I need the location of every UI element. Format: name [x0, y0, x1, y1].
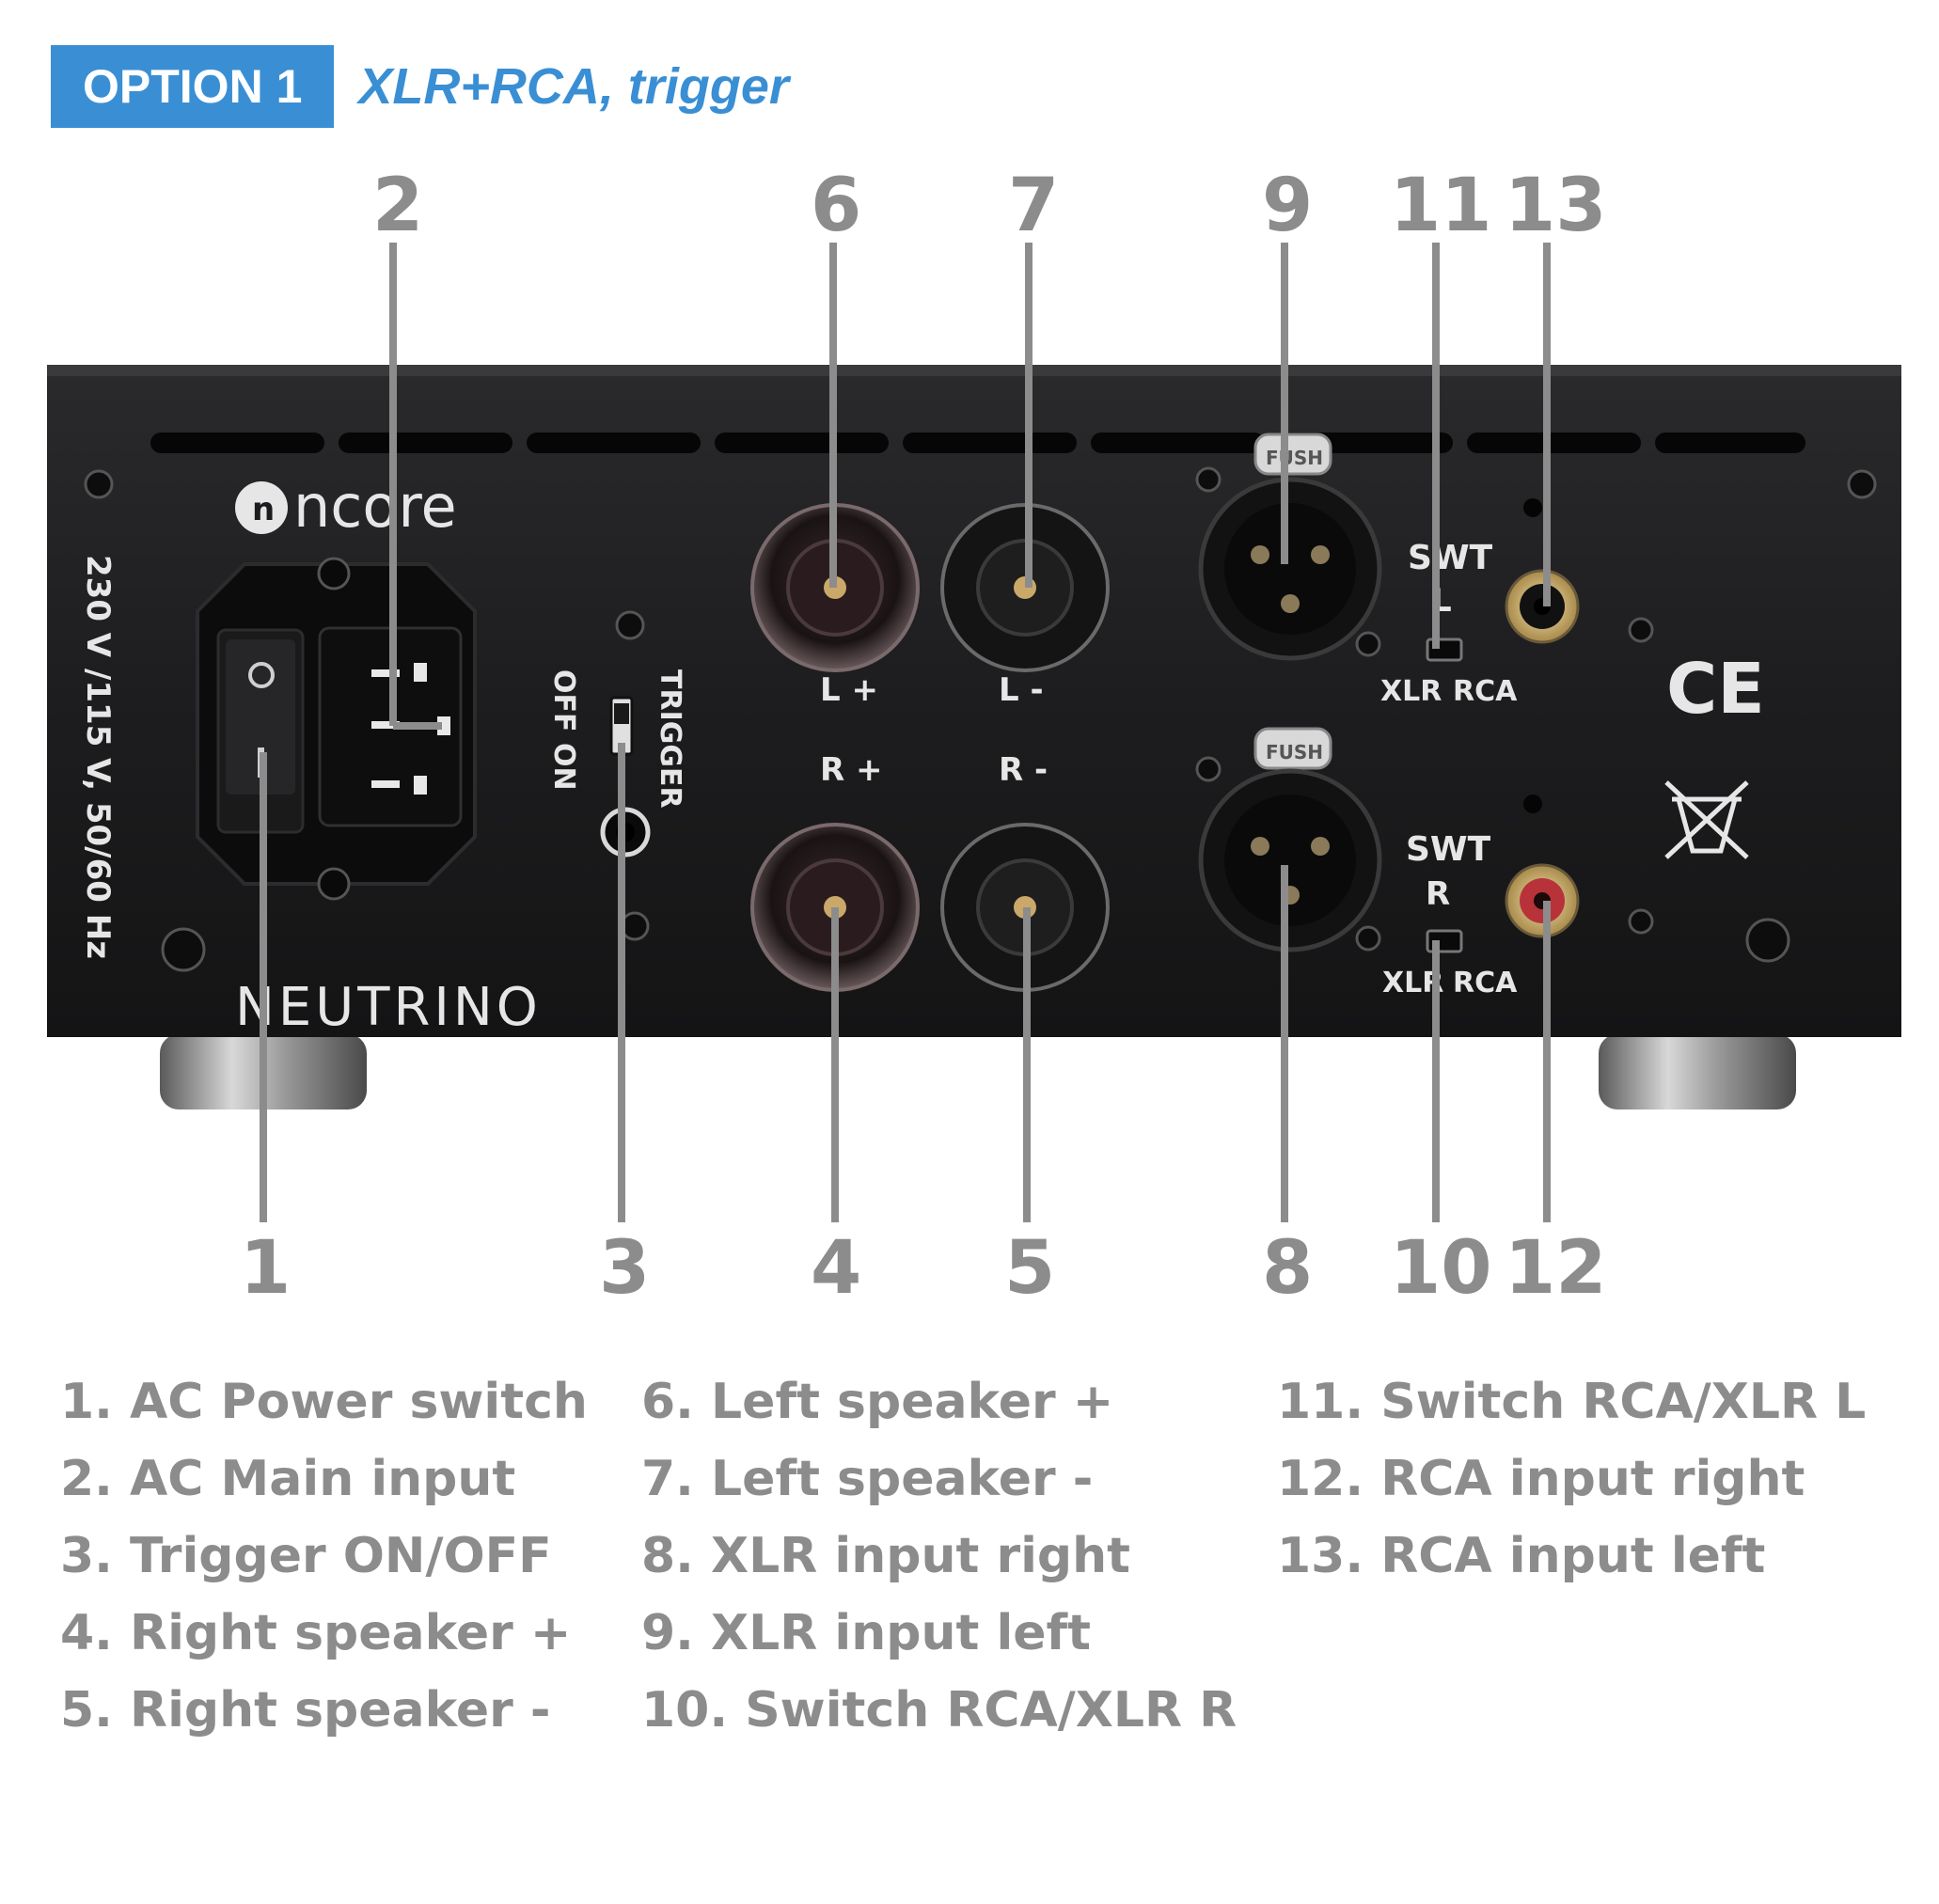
ncore-logo-icon — [235, 481, 288, 534]
vent-slots — [150, 433, 1805, 453]
voltage-label: 230 V /115 V, 50/60 Hz — [79, 555, 117, 959]
callout-2: 2 — [372, 164, 423, 248]
legend-item: 6. Left speaker + — [641, 1374, 1114, 1430]
legend-item: 12. RCA input right — [1277, 1451, 1805, 1507]
legend-item: 1. AC Power switch — [60, 1374, 588, 1430]
xlr-input-left[interactable]: FUSH — [1198, 433, 1382, 661]
legend-item: 5. Right speaker - — [60, 1682, 551, 1739]
indicator-dot-bottom — [1523, 795, 1542, 813]
callout-10: 10 — [1390, 1226, 1492, 1311]
swt-r-sub: R — [1426, 875, 1450, 913]
label-l-plus: L + — [820, 671, 878, 709]
label-r-plus: R + — [820, 751, 883, 789]
callout-4: 4 — [811, 1226, 861, 1311]
trigger-off-label: OFF — [547, 669, 580, 732]
ncore-logo-mark: n — [252, 491, 275, 528]
inlet-screw-bottom — [317, 867, 351, 901]
trigger-on-label: ON — [547, 743, 580, 791]
chassis-top-edge — [47, 365, 1901, 376]
rca-label-top: RCA — [1453, 675, 1518, 708]
legend-item: 3. Trigger ON/OFF — [60, 1528, 552, 1584]
ce-mark: CE — [1666, 649, 1765, 730]
legend-item: 7. Left speaker - — [641, 1451, 1094, 1507]
legend-item: 13. RCA input left — [1277, 1528, 1766, 1584]
label-l-minus: L - — [999, 671, 1044, 709]
switch-off-mark-icon — [248, 662, 275, 688]
header: OPTION 1 XLR+RCA, trigger — [51, 45, 789, 128]
swt-l-label: SWT — [1408, 539, 1493, 577]
ac-inlet-pins — [371, 663, 450, 795]
panel-screws — [84, 466, 1877, 972]
rca-input-left[interactable] — [1505, 569, 1580, 644]
label-r-minus: R - — [999, 751, 1048, 789]
callout-6: 6 — [811, 164, 861, 248]
rca-input-right[interactable] — [1505, 863, 1580, 938]
trigger-switch-knob — [614, 703, 629, 724]
legend-item: 2. AC Main input — [60, 1451, 516, 1507]
rca-label-bottom: RCA — [1453, 967, 1518, 999]
legend-item: 8. XLR input right — [641, 1528, 1131, 1584]
xlr-label-top: XLR — [1380, 675, 1442, 708]
inlet-screw-top — [317, 557, 351, 590]
callout-lines — [260, 243, 1551, 1222]
callout-11: 11 — [1390, 164, 1492, 248]
xlr-brand-left: FUSH — [1266, 447, 1323, 469]
legend-column-1: 1. AC Power switch 2. AC Main input 3. T… — [60, 1363, 588, 1749]
legend-column-3: 11. Switch RCA/XLR L 12. RCA input right… — [1277, 1363, 1866, 1595]
indicator-dot-top — [1523, 498, 1542, 517]
callout-3: 3 — [599, 1226, 650, 1311]
swt-r-label: SWT — [1406, 830, 1491, 869]
model-name: NEUTRINO — [235, 977, 542, 1038]
weee-bin-icon — [1664, 780, 1749, 859]
legend-item: 10. Switch RCA/XLR R — [641, 1682, 1237, 1739]
xlr-brand-right: FUSH — [1266, 741, 1323, 763]
option-subtitle: XLR+RCA, trigger — [358, 58, 789, 115]
callout-12: 12 — [1505, 1226, 1607, 1311]
callout-5: 5 — [1004, 1226, 1055, 1311]
callout-9: 9 — [1262, 164, 1313, 248]
trigger-label: TRIGGER — [654, 669, 686, 809]
legend-item: 11. Switch RCA/XLR L — [1277, 1374, 1867, 1430]
callout-7: 7 — [1008, 164, 1059, 248]
callout-1: 1 — [240, 1226, 291, 1311]
brand-logo: ncore — [293, 472, 457, 541]
option-badge: OPTION 1 — [51, 45, 335, 128]
power-switch-rocker — [226, 639, 295, 795]
legend-column-2: 6. Left speaker + 7. Left speaker - 8. X… — [641, 1363, 1237, 1749]
callout-13: 13 — [1505, 164, 1607, 248]
legend-item: 9. XLR input left — [641, 1605, 1092, 1661]
legend-item: 4. Right speaker + — [60, 1605, 572, 1661]
callout-8: 8 — [1262, 1226, 1313, 1311]
foot-right — [1599, 1034, 1796, 1109]
